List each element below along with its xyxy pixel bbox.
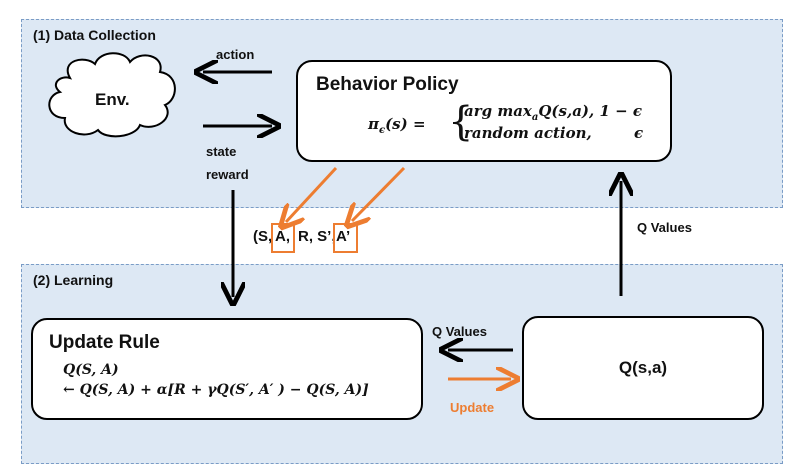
- update-label: Update: [450, 400, 495, 415]
- tuple-a-highlight: [271, 223, 295, 253]
- behavior-policy-box: Behavior Policy πϵ(s) = { arg maxaQ(s,a)…: [296, 60, 672, 162]
- q-values-left-label: Q Values: [432, 324, 487, 339]
- env-label: Env.: [95, 90, 130, 109]
- behavior-policy-title: Behavior Policy: [316, 74, 459, 95]
- state-label: state: [206, 144, 237, 159]
- env-cloud-icon: [48, 52, 176, 138]
- tuple-mid: R, S’,: [298, 228, 336, 245]
- orange-arrow-a-prime: [352, 166, 406, 221]
- update-rule-line-2: ← Q(S, A) + α[R + γQ(S′, A′ ) − Q(S, A)]: [63, 382, 369, 398]
- update-rule-box: Update Rule Q(S, A) ← Q(S, A) + α[R + γQ…: [31, 318, 423, 420]
- policy-case-2-eps: ϵ: [634, 124, 644, 142]
- update-rule-line-1: Q(S, A): [63, 362, 119, 378]
- learning-title: (2) Learning: [33, 272, 114, 288]
- tuple-a-prime: A’: [336, 228, 351, 245]
- policy-case-2: random action,: [464, 124, 592, 142]
- policy-lhs: πϵ(s) =: [368, 115, 426, 136]
- q-values-up-label: Q Values: [637, 220, 692, 235]
- policy-case-1: arg maxaQ(s,a), 1 − ϵ: [464, 102, 643, 123]
- policy-brace: {: [448, 99, 474, 145]
- orange-arrow-a: [286, 166, 338, 222]
- reward-label: reward: [206, 167, 249, 182]
- q-table-box: Q(s,a): [522, 316, 764, 420]
- tuple-a: A,: [275, 228, 290, 245]
- q-table-label: Q(s,a): [618, 358, 668, 377]
- tuple-a-prime-highlight: [333, 223, 358, 253]
- update-rule-title: Update Rule: [49, 332, 160, 353]
- data-collection-title: (1) Data Collection: [33, 27, 156, 43]
- action-label: action: [216, 47, 255, 62]
- tuple-open: (S,: [253, 228, 273, 245]
